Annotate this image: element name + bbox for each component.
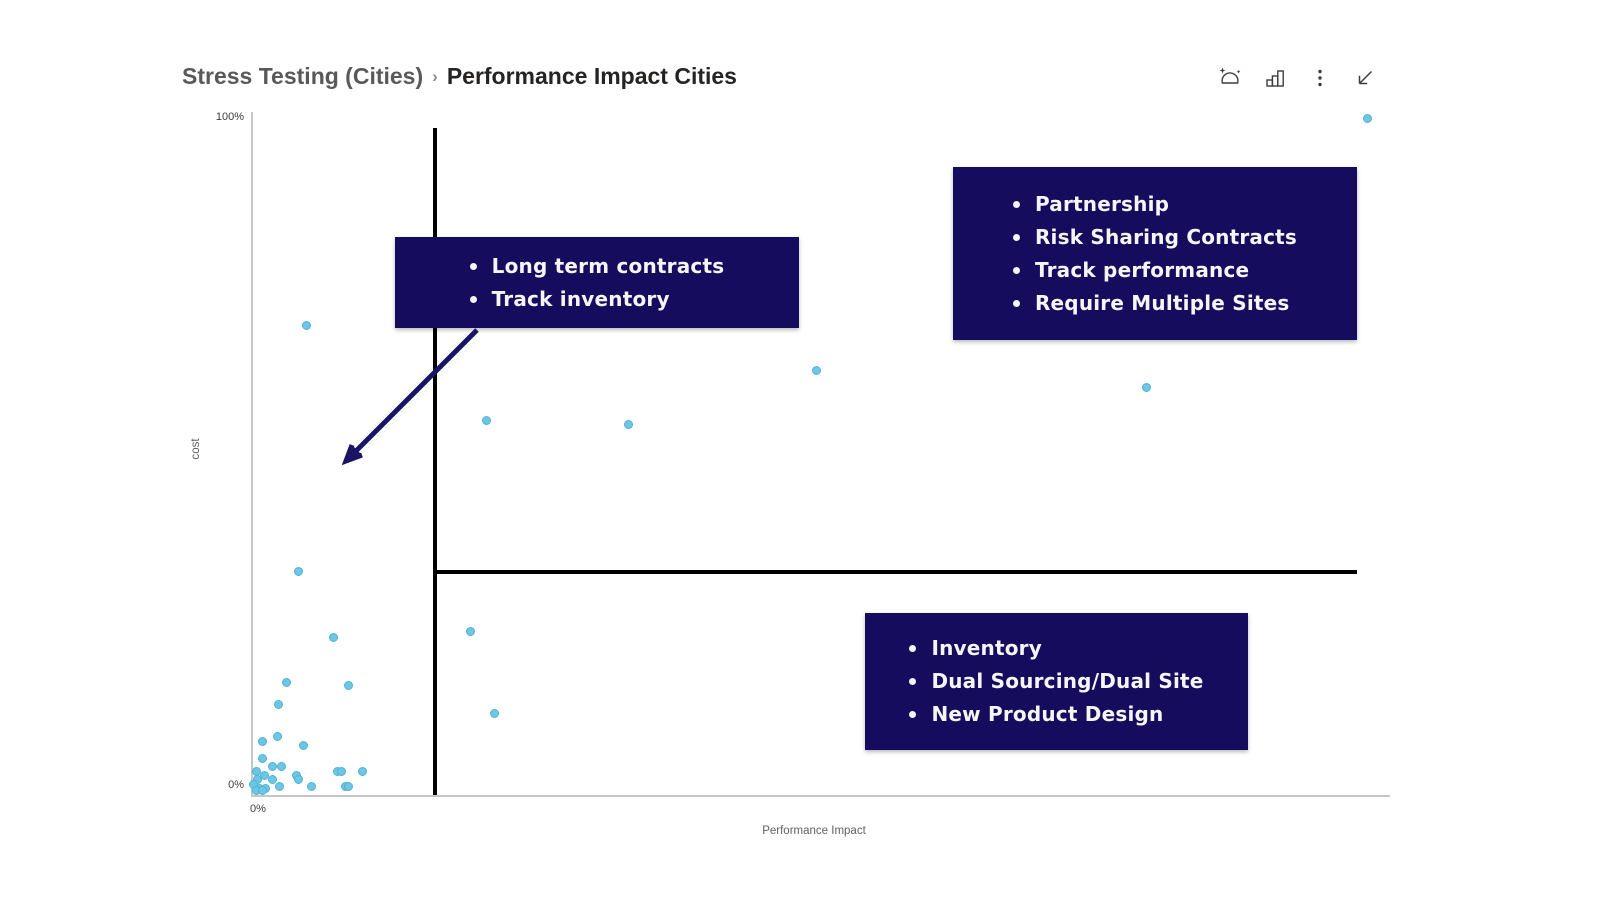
scatter-point[interactable] (302, 321, 312, 331)
scatter-point[interactable] (267, 775, 277, 785)
scatter-point[interactable] (281, 678, 291, 688)
scatter-point[interactable] (344, 781, 354, 791)
scatter-point[interactable] (260, 770, 270, 780)
breadcrumb: Stress Testing (Cities) › Performance Impa… (182, 63, 737, 90)
bullet-icon (909, 678, 917, 685)
bullet-icon (1012, 299, 1020, 307)
x-axis-line (251, 795, 1390, 797)
bullet-icon (1012, 266, 1020, 274)
annotation-item: Dual Sourcing/Dual Site (909, 665, 1203, 698)
annotation-item: Long term contracts (469, 250, 725, 283)
bullet-icon (909, 711, 917, 718)
scatter-point[interactable] (273, 700, 283, 710)
scatter-point[interactable] (257, 737, 267, 747)
quadrant-vertical-line (433, 128, 438, 795)
x-tick-0: 0% (250, 803, 266, 815)
scatter-point[interactable] (294, 774, 304, 784)
annotation-item: Partnership (1012, 188, 1297, 221)
breadcrumb-separator: › (432, 67, 438, 86)
visual-header-toolbar (1218, 66, 1377, 90)
scatter-point[interactable] (257, 786, 267, 796)
quadrant-horizontal-line (435, 569, 1357, 574)
x-axis-title: Performance Impact (762, 825, 866, 837)
y-tick-0: 0% (228, 779, 244, 791)
annotation-item: Require Multiple Sites (1012, 287, 1297, 320)
annotation-item: Track performance (1012, 254, 1297, 287)
annotation-item: Track inventory (469, 283, 725, 316)
bullet-icon (1012, 233, 1020, 241)
annotation-item: New Product Design (909, 698, 1203, 731)
popout-arrow-icon[interactable] (1353, 66, 1377, 90)
scatter-point[interactable] (481, 415, 491, 425)
page-title: Performance Impact Cities (446, 63, 737, 89)
y-axis-title: cost (190, 438, 202, 460)
breadcrumb-root[interactable]: Stress Testing (Cities) (182, 63, 424, 89)
bullet-icon (469, 262, 477, 270)
scatter-point[interactable] (489, 708, 499, 718)
scatter-point[interactable] (252, 766, 262, 776)
scatter-point[interactable] (811, 366, 821, 376)
scatter-point[interactable] (337, 767, 347, 777)
bullet-icon (469, 295, 477, 303)
scatter-point[interactable] (306, 781, 316, 791)
scatter-point[interactable] (344, 680, 354, 690)
annotation-item: Inventory (909, 632, 1203, 665)
more-options-icon[interactable] (1308, 66, 1332, 90)
scatter-point[interactable] (267, 761, 277, 771)
scatter-point[interactable] (274, 781, 284, 791)
scatter-point[interactable] (465, 626, 475, 636)
y-tick-100: 100% (215, 111, 244, 123)
annotation-arrow (341, 328, 479, 466)
scatter-point[interactable] (624, 419, 634, 429)
bullet-icon (1012, 200, 1020, 208)
annotation-item: Risk Sharing Contracts (1012, 221, 1297, 254)
y-axis-line (251, 112, 253, 795)
bullet-icon (909, 645, 917, 652)
scatter-point[interactable] (1362, 114, 1372, 124)
scatter-point[interactable] (1141, 383, 1151, 393)
scatter-point[interactable] (272, 732, 282, 742)
bar-chart-visual-icon[interactable] (1263, 66, 1287, 90)
scatter-point[interactable] (277, 762, 287, 772)
scatter-point[interactable] (257, 754, 267, 764)
copilot-sparkle-icon[interactable] (1218, 66, 1242, 90)
scatter-point[interactable] (357, 766, 367, 776)
scatter-point[interactable] (298, 741, 308, 751)
scatter-point[interactable] (294, 567, 304, 577)
scatter-point[interactable] (329, 633, 339, 643)
